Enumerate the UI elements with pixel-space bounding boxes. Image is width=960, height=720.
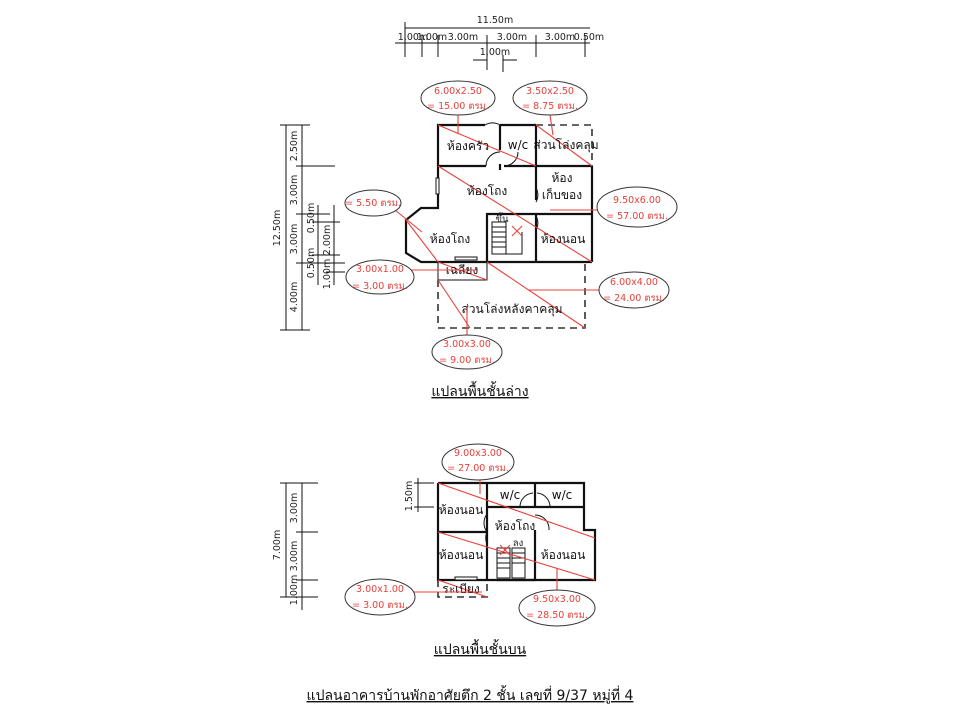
ground-floor-title: แปลนพื้นชั้นล่าง: [431, 381, 528, 400]
room-label-bedroom-r: ห้องนอน: [541, 548, 586, 562]
dim-overall-v-label: 7.00m: [272, 530, 283, 560]
dim-segment-label: 1.00m: [417, 32, 447, 43]
door-swing-icon: [536, 492, 551, 508]
room-label-hall-upper: ห้องโถง: [467, 184, 508, 198]
ground-walls: [404, 123, 594, 281]
svg-text:= 3.00 ตรม.: = 3.00 ตรม.: [352, 600, 408, 611]
room-label-storage: ห้อง: [552, 171, 573, 185]
dim-v-label: 0.50m: [306, 248, 317, 278]
room-label-bedroom-tl: ห้องนอน: [439, 503, 484, 517]
area-note-upper-bottom: 9.50x3.00 = 28.50 ตรม.: [518, 589, 596, 627]
svg-text:6.00x4.00: 6.00x4.00: [610, 277, 658, 288]
area-note-rear: 6.00x4.00 = 24.00 ตรม.: [598, 271, 670, 309]
upper-veranda-outline: [437, 580, 488, 598]
dim-v-label: 1.00m: [289, 575, 300, 605]
dim-overall-v-label: 12.50m: [272, 210, 283, 246]
ground-doors: [484, 122, 539, 231]
upper-note-leaders: [400, 478, 558, 593]
ground-floor-plan: 11.50m 1.00m 1.00m 3.00m 3.00m 3.00m 0.5…: [272, 15, 678, 400]
top-dimension-chain: 11.50m 1.00m 1.00m 3.00m 3.00m 3.00m 0.5…: [395, 15, 604, 72]
svg-text:= 28.50 ตรม.: = 28.50 ตรม.: [526, 610, 588, 621]
svg-text:= 57.00 ตรม.: = 57.00 ตรม.: [606, 211, 668, 222]
svg-text:= 24.00 ตรม.: = 24.00 ตรม.: [603, 293, 665, 304]
door-swing-icon: [534, 514, 550, 531]
room-label-bedroom-bl: ห้องนอน: [439, 548, 484, 562]
dim-v-label: 3.00m: [289, 224, 300, 254]
svg-text:= 8.75 ตรม.: = 8.75 ตรม.: [522, 101, 578, 112]
svg-text:= 3.00 ตรม.: = 3.00 ตรม.: [352, 281, 408, 292]
upper-doors: [483, 492, 551, 545]
dim-v-label: 3.00m: [289, 493, 300, 523]
door-swing-icon: [484, 122, 501, 126]
room-label-rear-covered: ส่วนโล่งหลังคาคลุม: [461, 302, 562, 317]
stair-icon: [491, 221, 523, 255]
room-label-kitchen: ห้องครัว: [447, 139, 489, 153]
area-diagonals: [405, 124, 593, 329]
upper-floor-title: แปลนพื้นชั้นบน: [434, 639, 527, 658]
svg-text:6.00x2.50: 6.00x2.50: [434, 86, 482, 97]
svg-text:9.00x3.00: 9.00x3.00: [454, 448, 502, 459]
door-swing-icon: [503, 151, 519, 167]
dim-upper-top-label: 1.50m: [404, 481, 415, 511]
room-label-wc: w/c: [508, 138, 528, 152]
room-label-wc2: w/c: [552, 488, 572, 502]
dim-v-label: 0.50m: [306, 203, 317, 233]
upper-side-dimensions: 7.00m 3.00m 3.00m 1.00m 1.50m: [272, 478, 434, 610]
room-label-wc1: w/c: [500, 488, 520, 502]
room-label-hall-lower: ห้องโถง: [430, 232, 471, 246]
svg-text:9.50x3.00: 9.50x3.00: [533, 594, 581, 605]
sheet-title: แปลนอาคารบ้านพักอาศัยตึก 2 ชั้น เลขที่ 9…: [307, 685, 634, 704]
dim-v-label: 3.00m: [289, 175, 300, 205]
dim-segment-label: 3.00m: [497, 32, 527, 43]
room-label-bedroom: ห้องนอน: [541, 232, 586, 246]
dim-segment-label: 1.00m: [398, 32, 428, 43]
dim-v-label: 2.00m: [322, 225, 333, 255]
room-label-covered: ส่วนโล่งคลุม: [533, 138, 598, 153]
side-dimension-chain: 12.50m 2.50m 3.00m 3.00m 4.00m 0.50m 2.0…: [272, 124, 345, 331]
dim-v-label: 3.00m: [289, 541, 300, 571]
area-note-upper-top: 9.00x3.00 = 27.00 ตรม.: [441, 443, 515, 481]
dim-v-label: 4.00m: [289, 282, 300, 312]
upper-floor-plan: 7.00m 3.00m 3.00m 1.00m 1.50m: [272, 443, 597, 658]
svg-text:3.00x3.00: 3.00x3.00: [443, 339, 491, 350]
svg-text:3.00x1.00: 3.00x1.00: [356, 264, 404, 275]
door-swing-icon: [483, 513, 488, 533]
svg-text:3.00x1.00: 3.00x1.00: [356, 584, 404, 595]
dim-overall-label: 11.50m: [477, 15, 513, 26]
room-label-hall: ห้องโถง: [495, 519, 536, 533]
dim-v-label: 1.00m: [322, 259, 333, 289]
area-note-rear-left: 3.00x3.00 = 9.00 ตรม.: [431, 334, 503, 370]
area-note-main: 9.50x6.00 = 57.00 ตรม.: [596, 186, 678, 228]
dim-segment-label: 0.50m: [574, 32, 604, 43]
area-note-veranda: 3.00x1.00 = 3.00 ตรม.: [345, 259, 415, 295]
stair-up-label: ขึ้น: [496, 212, 509, 225]
door-swing-icon: [535, 215, 539, 231]
area-note-covered: 3.50x2.50 = 8.75 ตรม.: [512, 80, 588, 116]
dim-segment-label: 3.00m: [448, 32, 478, 43]
room-label-storage: เก็บของ: [542, 187, 582, 202]
rear-covered-area-outline: [437, 262, 586, 329]
door-swing-icon: [519, 492, 534, 508]
door-swing-icon: [485, 531, 488, 545]
svg-text:= 15.00 ตรม.: = 15.00 ตรม.: [427, 101, 489, 112]
area-note-bay: = 5.50 ตรม.: [344, 189, 402, 217]
dim-segment-label: 3.00m: [545, 32, 575, 43]
covered-area-outline: [536, 124, 593, 166]
dim-v-label: 2.50m: [289, 131, 300, 161]
door-swing-icon: [535, 187, 539, 203]
svg-text:= 27.00 ตรม.: = 27.00 ตรม.: [447, 463, 509, 474]
svg-text:= 9.00 ตรม.: = 9.00 ตรม.: [439, 355, 495, 366]
dim-sub-label: 1.00m: [480, 47, 510, 58]
area-note-upper-veranda: 3.00x1.00 = 3.00 ตรม.: [344, 578, 416, 616]
svg-text:= 5.50 ตรม.: = 5.50 ตรม.: [345, 198, 401, 209]
area-note-kitchen: 6.00x2.50 = 15.00 ตรม.: [420, 80, 496, 116]
stair-icon: [496, 544, 526, 579]
room-label-veranda: ระเบียง: [442, 582, 480, 596]
upper-area-diagonals: [437, 482, 596, 598]
svg-text:9.50x6.00: 9.50x6.00: [613, 195, 661, 206]
svg-text:3.50x2.50: 3.50x2.50: [526, 86, 574, 97]
stair-down-label: ลง: [513, 538, 523, 549]
door-swing-icon: [485, 151, 501, 167]
